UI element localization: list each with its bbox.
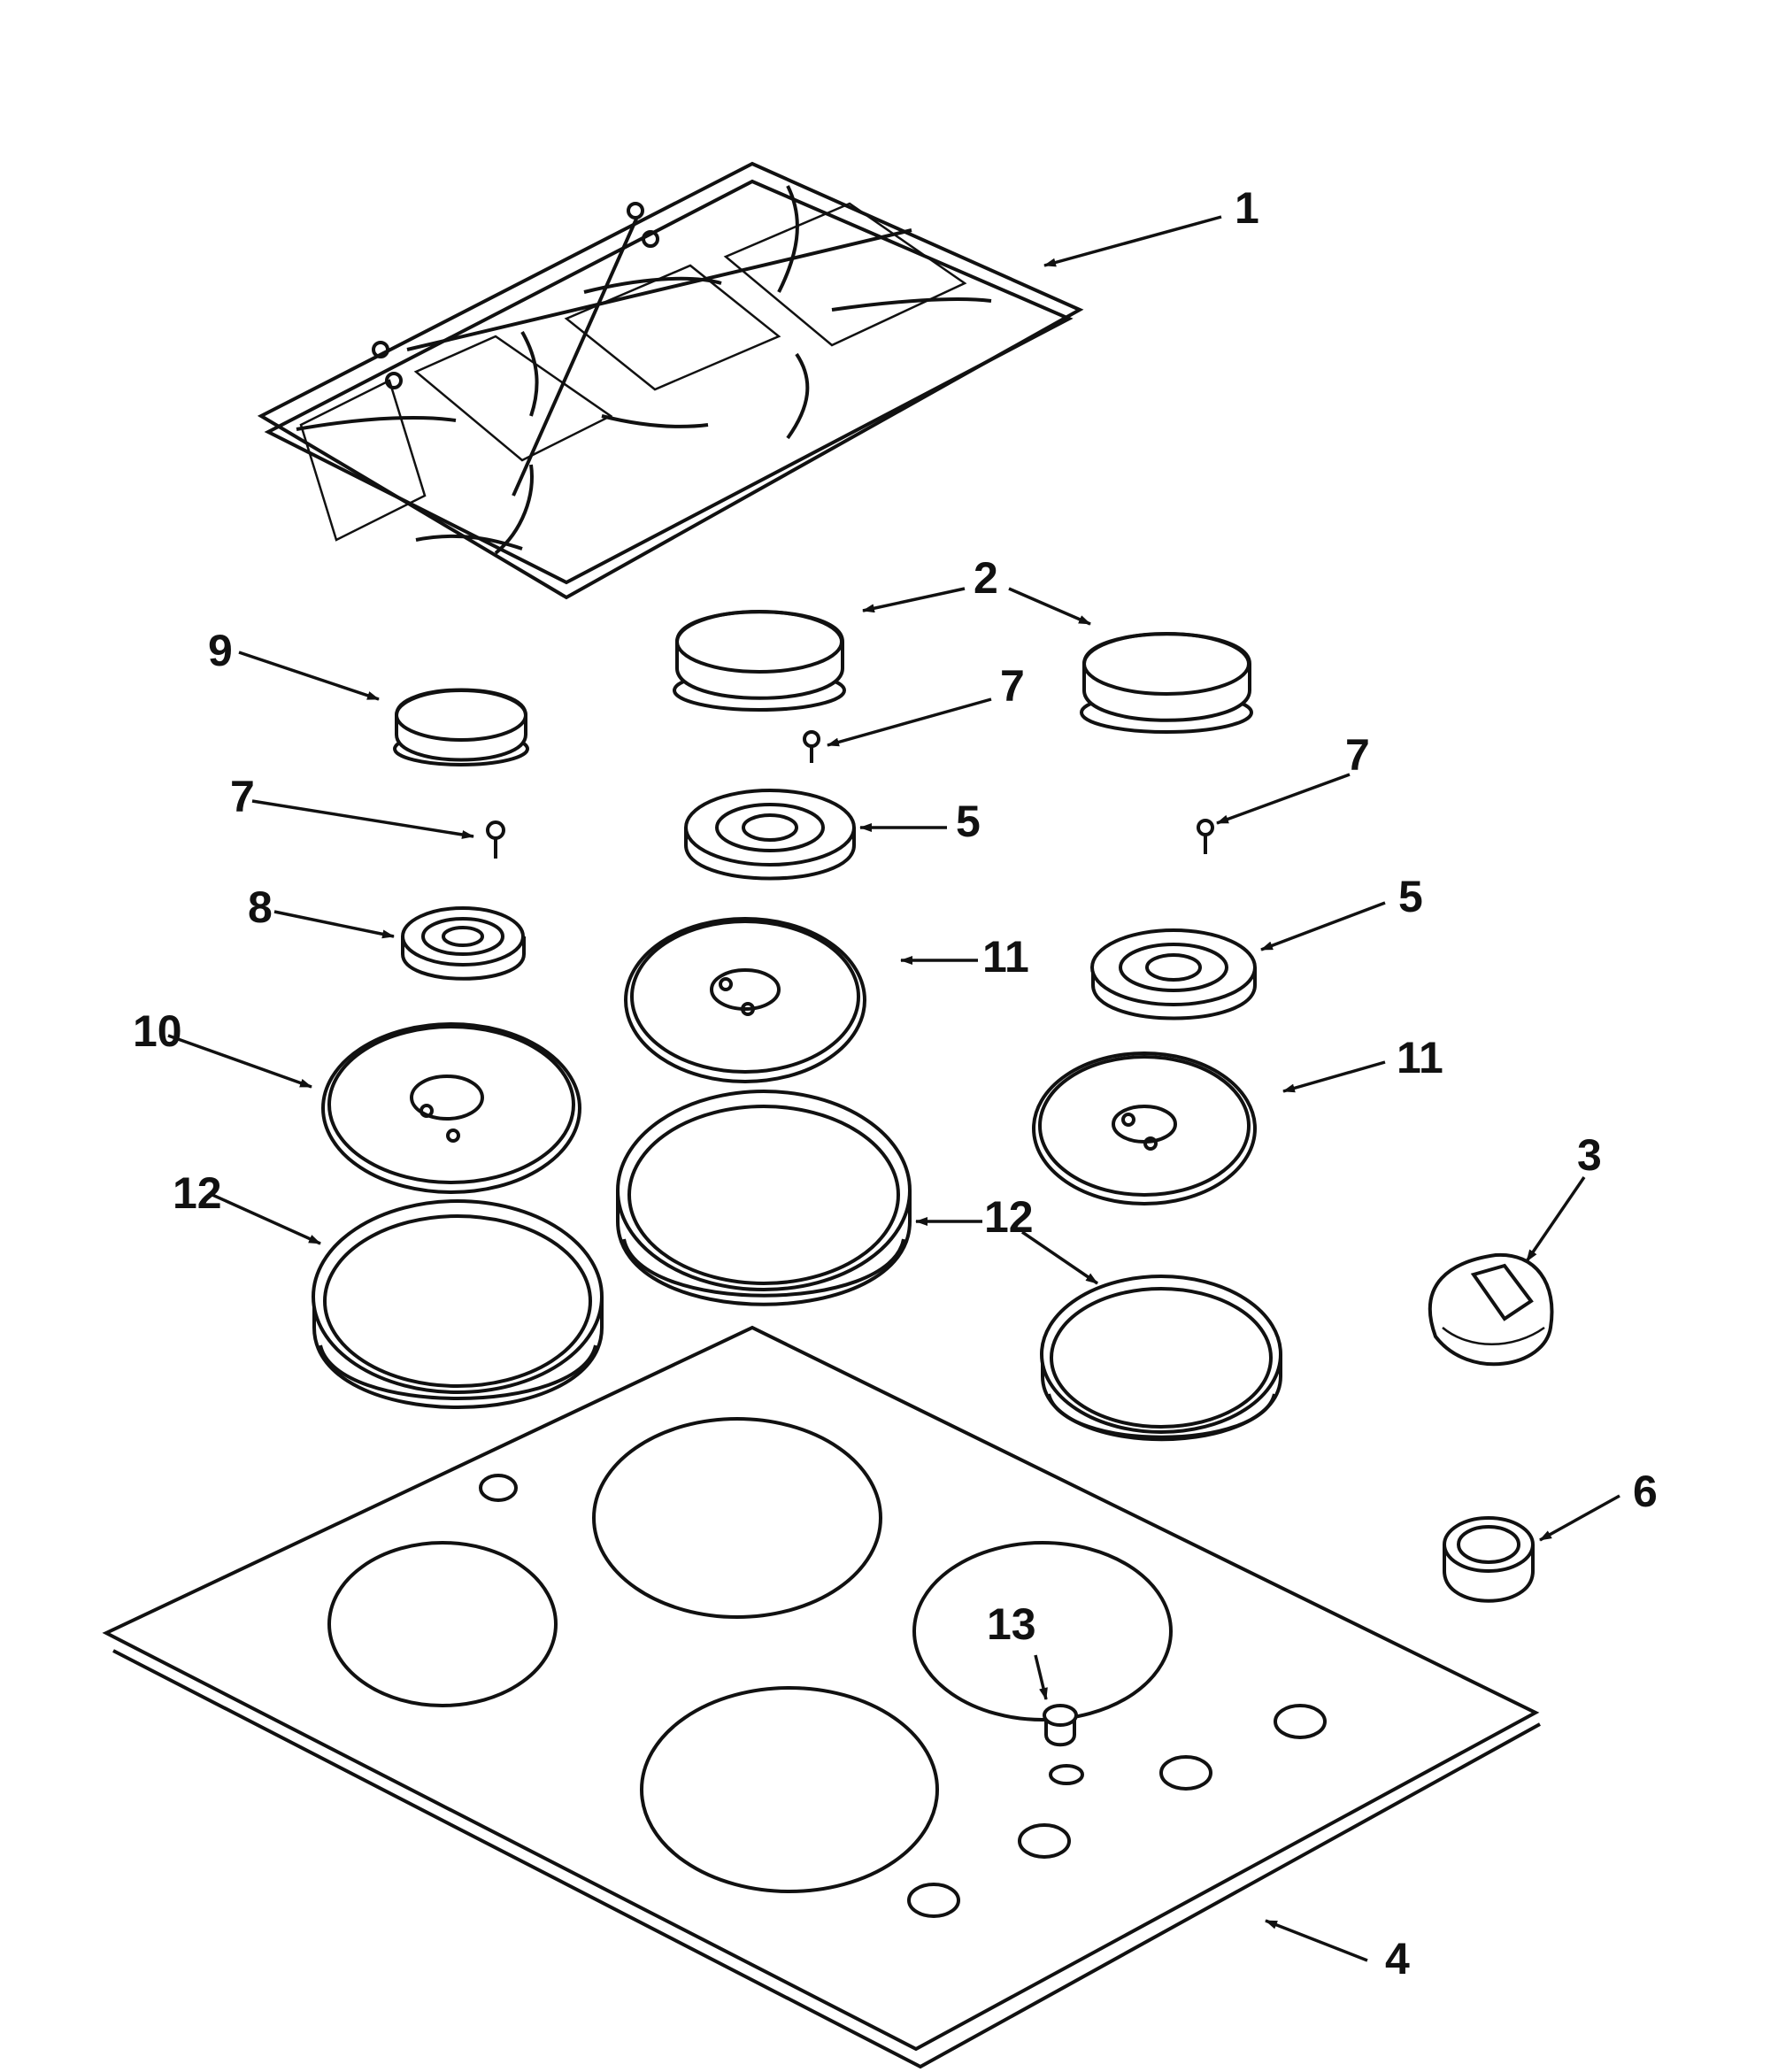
callout-12-left: 12 [173,1168,222,1218]
burner-plate-right [1032,1051,1257,1205]
screw-1 [803,730,820,763]
callout-2: 2 [974,553,998,603]
callout-9: 9 [208,626,233,675]
callout-5-right: 5 [1398,872,1423,921]
callout-10: 10 [133,1006,182,1056]
burner-plate-left [321,1022,581,1194]
burner-head-large-right [1090,928,1257,1021]
trim-ring-center [616,1090,912,1306]
knob-bezel [1443,1516,1535,1603]
cooktop-panel [102,1325,1541,2069]
callout-3: 3 [1577,1130,1602,1180]
callout-11-right: 11 [1397,1033,1443,1082]
control-knob [1428,1252,1554,1367]
screw-2 [486,820,505,859]
callout-11-center: 11 [982,932,1029,982]
burner-head-small [401,906,526,981]
callout-8: 8 [248,882,273,932]
screw-3 [1197,819,1214,854]
callout-7-left: 7 [230,772,255,821]
burner-cap-small [393,688,529,766]
burner-head-large-center [684,789,856,881]
callout-13: 13 [987,1599,1036,1649]
burner-cap-large-right [1080,632,1253,734]
callout-7-right: 7 [1345,730,1370,780]
callout-4: 4 [1385,1934,1410,1983]
trim-ring-left [312,1199,604,1409]
burner-grate [257,161,1084,600]
trim-ring-right [1040,1275,1282,1442]
callout-5-center: 5 [956,797,981,846]
callout-6: 6 [1633,1467,1658,1516]
callout-1: 1 [1235,183,1259,233]
burner-plate-center [624,917,866,1083]
burner-cap-large-center [673,610,846,712]
callout-12-center: 12 [984,1192,1034,1242]
callout-7-center: 7 [1000,661,1025,711]
callout-labels: 1 2 9 7 7 7 5 5 8 11 10 11 3 12 12 6 13 … [133,183,1658,1983]
leader-arrows [167,215,1620,1962]
indicator-plug [1043,1704,1078,1747]
